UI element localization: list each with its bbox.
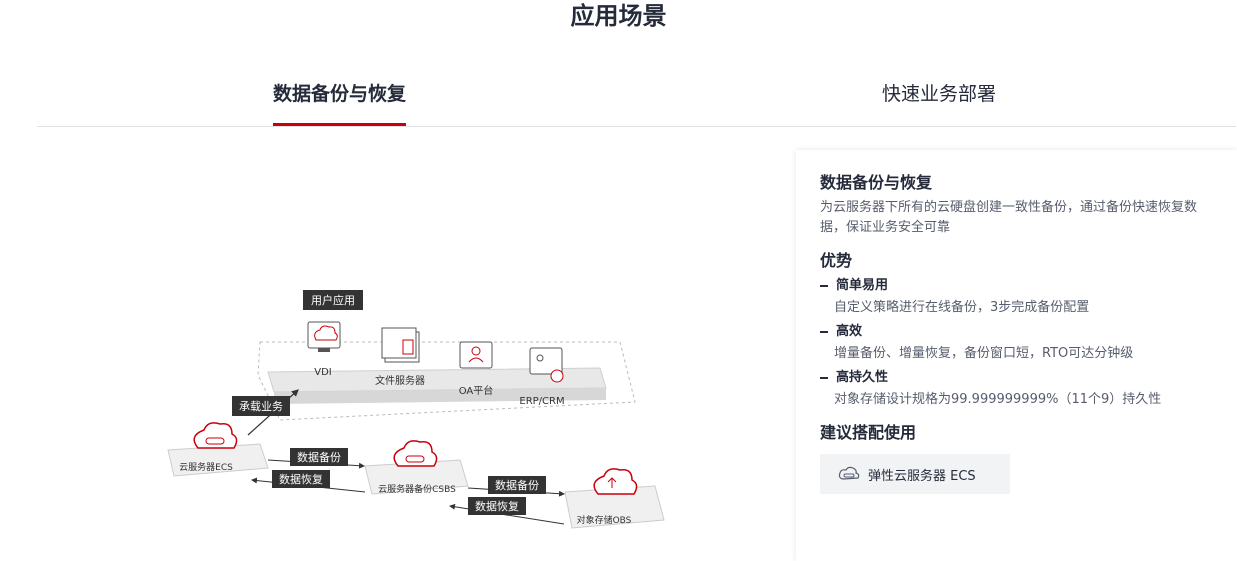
cloud-server-icon xyxy=(838,466,860,480)
advantage-item: 简单易用 xyxy=(820,276,1220,296)
scenario-detail-panel: 数据备份与恢复 为云服务器下所有的云硬盘创建一致性备份，通过备份快速恢复数据，保… xyxy=(796,150,1237,561)
obs-node xyxy=(564,468,665,529)
tab-data-backup[interactable]: 数据备份与恢复 xyxy=(273,80,407,126)
recommend-ecs-link[interactable]: 弹性云服务器 ECS xyxy=(820,454,1010,494)
ecs-csbs-backup-label: 数据备份 xyxy=(297,450,341,464)
csbs-node xyxy=(364,440,469,495)
advantage-title: 简单易用 xyxy=(836,278,889,293)
advantage-title: 高持久性 xyxy=(836,370,889,385)
scenario-tabs: 数据备份与恢复 快速业务部署 xyxy=(37,60,1236,127)
panel-description: 为云服务器下所有的云硬盘创建一致性备份，通过备份快速恢复数据，保证业务安全可靠 xyxy=(820,200,1198,235)
advantages-list: 简单易用 自定义策略进行在线备份，3步完成备份配置 高效 增量备份、增量恢复，备… xyxy=(820,276,1220,410)
ecs-csbs-restore-label: 数据恢复 xyxy=(279,472,323,486)
user-app-group-outline xyxy=(257,341,636,421)
page-title: 应用场景 xyxy=(570,2,667,30)
architecture-diagram: 用户应用 VDI 文件服务器 OA平台 ERP/CRM 承载业务 云服务器ECS xyxy=(167,290,665,529)
app-file-server-label: 文件服务器 xyxy=(375,374,425,387)
dash-icon xyxy=(820,331,828,333)
advantage-item: 高持久性 xyxy=(820,368,1220,388)
advantage-item: 高效 xyxy=(820,322,1220,342)
carry-business-label: 承载业务 xyxy=(239,400,283,413)
csbs-label: 云服务器备份CSBS xyxy=(378,483,456,495)
dash-icon xyxy=(820,285,828,287)
user-app-label: 用户应用 xyxy=(311,293,355,307)
oa-platform-icon xyxy=(459,341,493,369)
advantage-title: 高效 xyxy=(836,324,863,339)
advantage-desc: 增量备份、增量恢复，备份窗口短，RTO可达分钟级 xyxy=(834,346,1134,361)
advantage-desc: 对象存储设计规格为99.999999999%（11个9）持久性 xyxy=(834,392,1162,407)
app-erp-crm-label: ERP/CRM xyxy=(519,396,564,407)
advantage-desc: 自定义策略进行在线备份，3步完成备份配置 xyxy=(834,300,1090,315)
obs-label: 对象存储OBS xyxy=(577,514,632,526)
csbs-obs-restore-label: 数据恢复 xyxy=(475,499,519,513)
advantages-title: 优势 xyxy=(820,251,853,270)
file-server-icon xyxy=(381,327,420,363)
dash-icon xyxy=(820,377,828,379)
ecs-label: 云服务器ECS xyxy=(179,461,233,473)
tab-quick-deploy[interactable]: 快速业务部署 xyxy=(882,83,997,105)
app-vdi-label: VDI xyxy=(314,367,332,378)
recommend-title: 建议搭配使用 xyxy=(820,423,917,442)
ecs-node xyxy=(167,422,269,477)
panel-title: 数据备份与恢复 xyxy=(820,173,933,192)
user-app-label-bg xyxy=(303,290,363,310)
app-oa-label: OA平台 xyxy=(459,384,494,397)
erp-crm-icon xyxy=(529,347,564,383)
csbs-obs-backup-label: 数据备份 xyxy=(495,478,539,492)
vdi-icon xyxy=(307,321,341,352)
recommend-ecs-label: 弹性云服务器 ECS xyxy=(868,468,976,484)
